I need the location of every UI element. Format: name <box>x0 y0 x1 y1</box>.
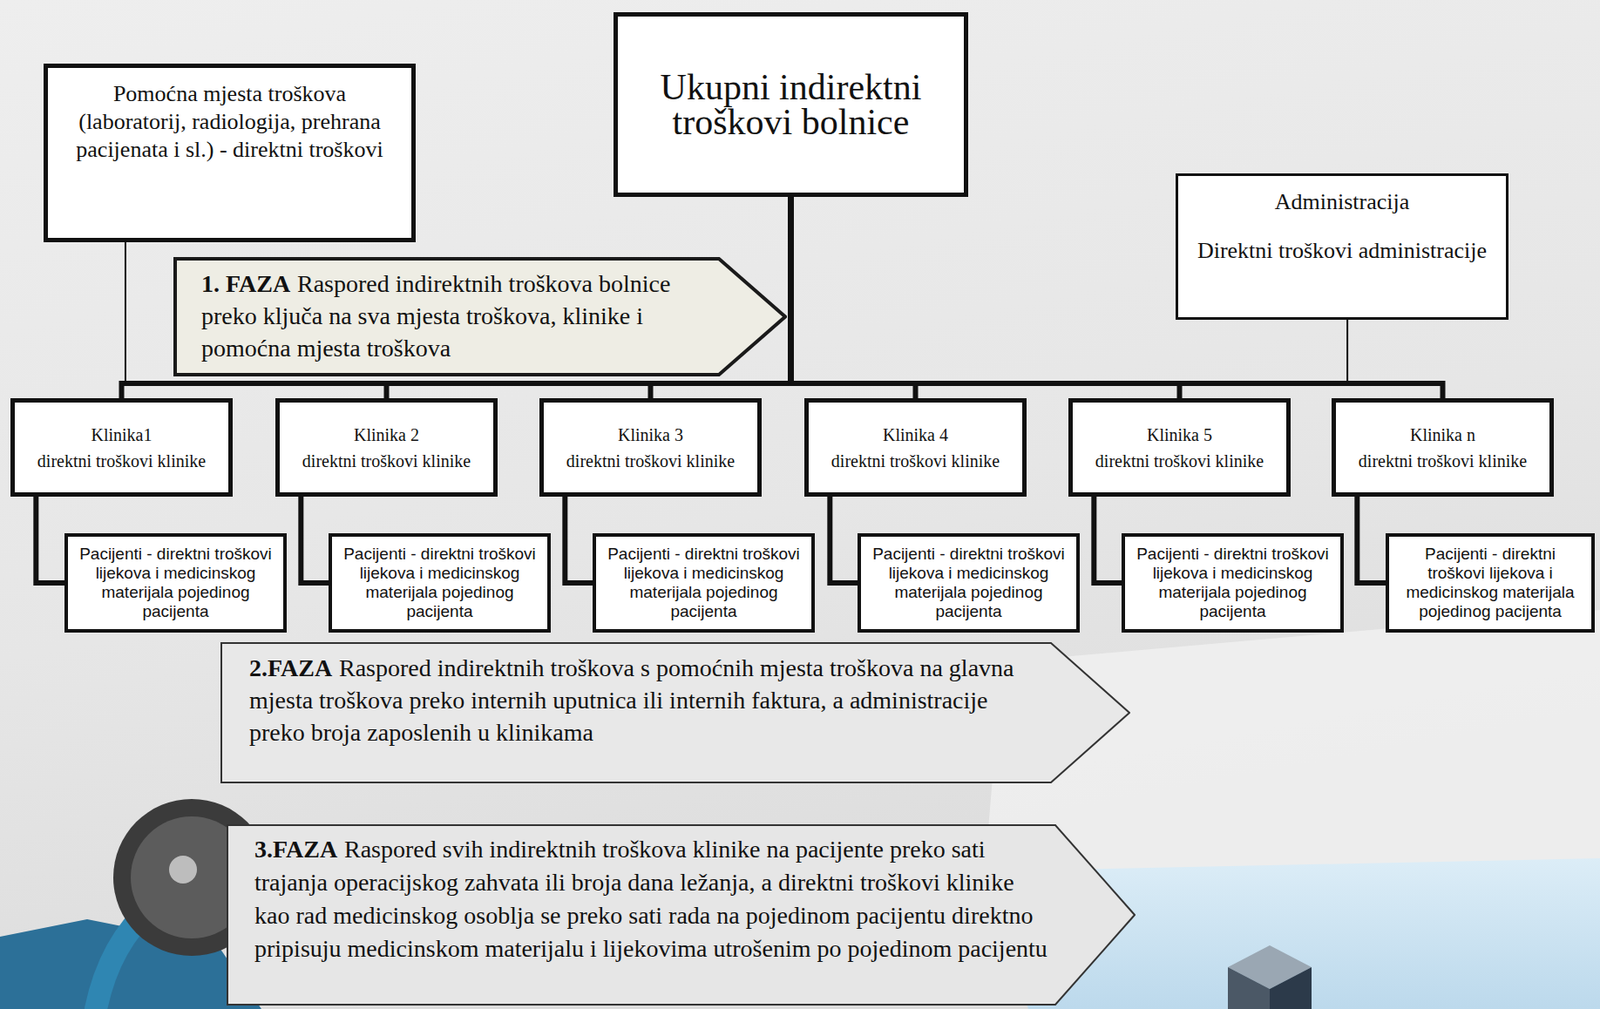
node-label: Klinika 4 <box>882 423 949 447</box>
clinic-box: Klinika 4direktni troškovi klinike <box>804 398 1027 497</box>
node-label: Klinika 5 <box>1146 423 1213 447</box>
connector-line <box>1093 496 1122 584</box>
patient-box: Pacijenti - direktni troškovi lijekova i… <box>1385 533 1595 633</box>
patient-box: Pacijenti - direktni troškovi lijekova i… <box>328 533 551 633</box>
node-body: direktni troškovi klinike <box>1095 449 1264 473</box>
phase-arrow: 3.FAZARaspored svih indirektnih troškova… <box>226 824 1136 1006</box>
patient-box: Pacijenti - direktni troškovi lijekova i… <box>1121 533 1344 633</box>
cost-center-box: Pomoćna mjesta troškova (laboratorij, ra… <box>43 63 416 243</box>
connector-line <box>300 496 329 584</box>
phase-text: 3.FAZARaspored svih indirektnih troškova… <box>254 833 1049 966</box>
clinic-box: Klinika ndirektni troškovi klinike <box>1331 398 1554 497</box>
stethoscope-hub <box>169 855 197 884</box>
node-label: Pomoćna mjesta troškova (laboratorij, ra… <box>61 80 398 164</box>
node-body: direktni troškovi klinike <box>831 449 1000 473</box>
connector-line <box>564 496 593 584</box>
phase-description: Raspored indirektnih troškova s pomoćnih… <box>249 654 1015 746</box>
clinic-box: Klinika 3direktni troškovi klinike <box>539 398 762 497</box>
patient-box: Pacijenti - direktni troškovi lijekova i… <box>592 533 815 633</box>
node-body: direktni troškovi klinike <box>566 449 735 473</box>
node-label: Klinika 2 <box>353 423 420 447</box>
arrow-outline <box>221 643 1130 783</box>
node-body: direktni troškovi klinike <box>37 449 206 473</box>
patient-box: Pacijenti - direktni troškovi lijekova i… <box>64 533 287 633</box>
phase-title: 1. FAZA <box>201 270 291 298</box>
node-label: Pacijenti - direktni troškovi lijekova i… <box>1394 544 1587 622</box>
phase-text: 2.FAZARaspored indirektnih troškova s po… <box>249 651 1044 749</box>
node-label: Pacijenti - direktni troškovi lijekova i… <box>866 544 1072 622</box>
connector-line <box>791 196 916 399</box>
patient-box: Pacijenti - direktni troškovi lijekova i… <box>857 533 1080 633</box>
node-label: Pacijenti - direktni troškovi lijekova i… <box>73 544 278 622</box>
node-body: direktni troškovi klinike <box>1358 449 1527 473</box>
phase-description: Raspored svih indirektnih troškova klini… <box>254 835 1048 963</box>
logo-cube-right <box>1269 967 1312 1009</box>
total-cost-box: Ukupni indirektni troškovi bolnice <box>613 12 969 197</box>
connector-line <box>829 496 858 584</box>
arrow-outline <box>227 825 1135 1005</box>
node-label: Pacijenti - direktni troškovi lijekova i… <box>337 544 543 622</box>
arrow-outline <box>175 258 786 375</box>
node-label: Klinika 3 <box>617 423 684 447</box>
phase-arrow: 1. FAZARaspored indirektnih troškova bol… <box>173 257 787 377</box>
clinic-box: Klinika1direktni troškovi klinike <box>10 398 233 497</box>
node-label: Klinika n <box>1410 423 1476 447</box>
clinic-box: Klinika 5direktni troškovi klinike <box>1068 398 1291 497</box>
node-body: direktni troškovi klinike <box>302 449 471 473</box>
connector-line <box>1356 496 1386 584</box>
administration-box: AdministracijaDirektni troškovi administ… <box>1175 173 1509 320</box>
node-body: Direktni troškovi administracije <box>1197 235 1487 267</box>
node-label: Klinika1 <box>91 423 153 447</box>
connector-line <box>791 196 1180 399</box>
node-label: Ukupni indirektni troškovi bolnice <box>631 69 950 140</box>
node-label: Pacijenti - direktni troškovi lijekova i… <box>1130 544 1336 622</box>
node-label: Administracija <box>1274 188 1411 217</box>
phase-text: 1. FAZARaspored indirektnih troškova bol… <box>201 267 714 365</box>
connector-line <box>35 496 65 584</box>
node-label: Pacijenti - direktni troškovi lijekova i… <box>601 544 807 622</box>
logo-cube-left <box>1227 967 1270 1009</box>
phase-arrow: 2.FAZARaspored indirektnih troškova s po… <box>220 642 1131 784</box>
phase-title: 3.FAZA <box>254 835 338 863</box>
clinic-box: Klinika 2direktni troškovi klinike <box>275 398 498 497</box>
phase-title: 2.FAZA <box>249 654 333 682</box>
